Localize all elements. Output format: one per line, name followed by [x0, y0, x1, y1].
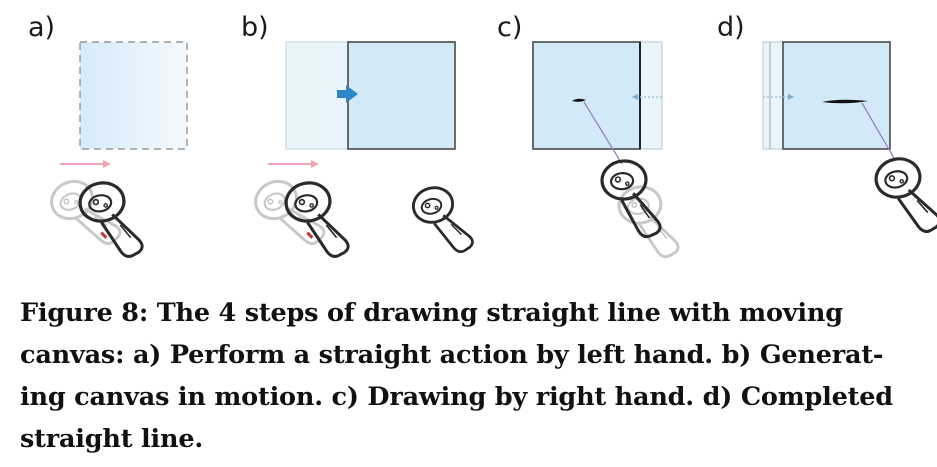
- motion-arrow-faded-c: [632, 94, 662, 100]
- left-controller-faded-c: [614, 180, 682, 265]
- motion-arrow-faded-d: [763, 94, 794, 100]
- pink-motion-arrow-a: [60, 160, 111, 168]
- pink-motion-arrow-b: [268, 160, 319, 168]
- panel-d: [762, 41, 937, 242]
- panel-c: [532, 41, 682, 265]
- caption-line-4: straight line.: [20, 424, 204, 454]
- canvas-trail-c: [639, 41, 663, 150]
- canvas-d: [782, 41, 891, 150]
- figure-caption: Figure 8: The 4 steps of drawing straigh…: [20, 292, 925, 460]
- right-controller-c: [598, 156, 663, 242]
- straight-line-d: [822, 99, 868, 104]
- caption-line-2: canvas: a) Perform a straight action by …: [20, 340, 884, 370]
- right-controller-a: [75, 176, 146, 265]
- panel-label-a: a): [28, 12, 56, 43]
- panel-a: [43, 41, 188, 265]
- panel-label-d: d): [717, 12, 745, 43]
- caption-line-3: ing canvas in motion. c) Drawing by righ…: [20, 382, 893, 412]
- panel-b: [247, 41, 476, 265]
- canvas-b: [347, 41, 456, 150]
- blue-motion-arrow-b: [337, 85, 358, 103]
- pointer-ray-c: [583, 101, 623, 165]
- canvas-c: [532, 41, 641, 150]
- caption-line-1: Figure 8: The 4 steps of drawing straigh…: [20, 298, 843, 328]
- pointer-ray-d: [861, 102, 895, 159]
- right-controller-b2: [408, 179, 476, 263]
- right-controller-d: [870, 151, 937, 242]
- panel-label-c: c): [497, 12, 523, 43]
- right-controller-b1: [281, 176, 352, 265]
- canvas-dashed-outline-a: [79, 41, 188, 150]
- figure-illustration: [43, 41, 937, 265]
- panel-label-b: b): [241, 12, 269, 43]
- canvas-trail-d: [762, 41, 784, 150]
- drawn-stroke-c: [572, 98, 586, 102]
